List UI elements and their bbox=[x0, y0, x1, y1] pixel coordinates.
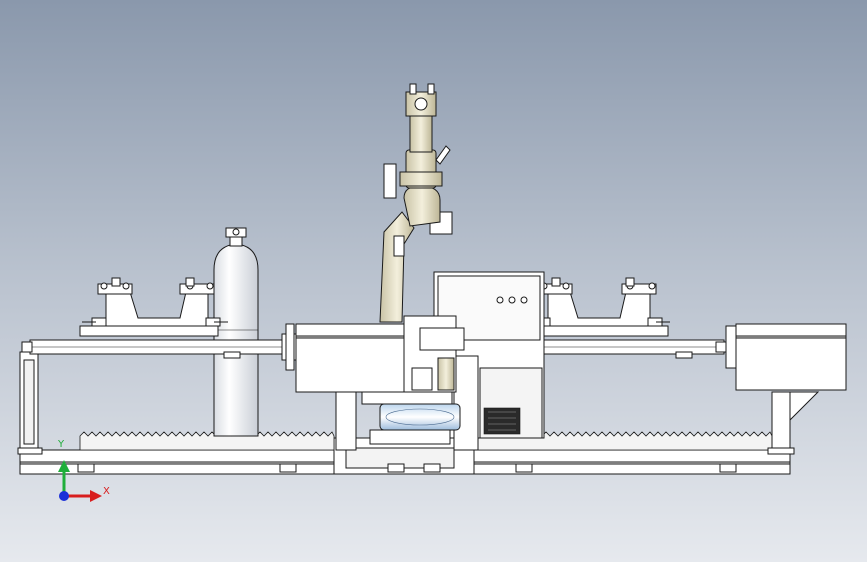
left-fixture-jig[interactable] bbox=[79, 277, 228, 337]
cabinet-vent-grille bbox=[483, 407, 521, 435]
left-end-stand[interactable] bbox=[17, 351, 43, 455]
axis-triad bbox=[58, 460, 102, 502]
robot-pedestal[interactable] bbox=[335, 355, 479, 451]
serrated-plate-left bbox=[79, 431, 335, 451]
gas-cylinder[interactable] bbox=[213, 227, 259, 437]
welding-robot[interactable] bbox=[379, 83, 465, 393]
left-positioner[interactable] bbox=[21, 323, 409, 393]
right-fixture-jig[interactable] bbox=[528, 277, 670, 337]
base-frame[interactable] bbox=[19, 437, 791, 475]
right-end-stand[interactable] bbox=[767, 391, 820, 455]
axis-triad-labels: X Y bbox=[44, 438, 124, 508]
y-axis-label: Y bbox=[58, 439, 65, 450]
welding-torch[interactable] bbox=[435, 145, 451, 165]
x-axis-label: X bbox=[103, 486, 110, 497]
wire-feeder-drum[interactable] bbox=[379, 403, 461, 431]
